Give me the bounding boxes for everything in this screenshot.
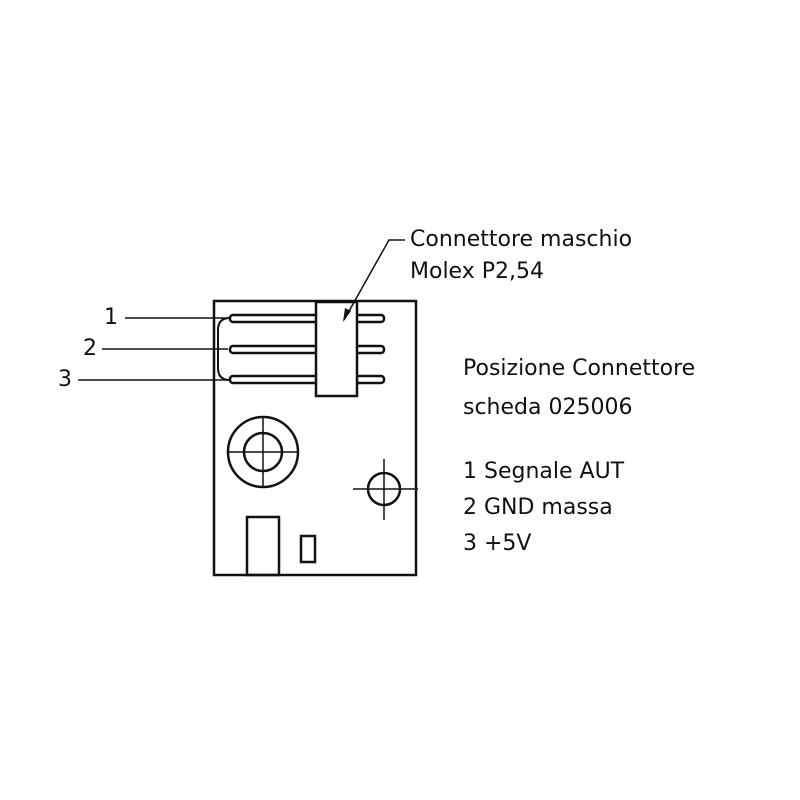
- mounting-hole-large: [226, 415, 300, 489]
- pinout-2: 2 GND massa: [463, 495, 613, 520]
- connector-callout-line1: Connettore maschio: [410, 227, 633, 252]
- pinout-1: 1 Segnale AUT: [463, 459, 625, 484]
- connector-housing: [314, 300, 359, 398]
- position-title-line2: scheda 025006: [463, 395, 633, 420]
- connector-callout-line2: Molex P2,54: [410, 259, 544, 284]
- arrow-head-icon: [343, 308, 351, 322]
- component-small-rect: [299, 534, 317, 564]
- leader-lines: [78, 239, 405, 381]
- pin-label-3: 3: [58, 367, 72, 392]
- pinout-3: 3 +5V: [463, 531, 532, 556]
- pin-label-1: 1: [104, 305, 118, 330]
- mounting-hole-small: [353, 459, 418, 520]
- pin-label-2: 2: [83, 336, 97, 361]
- pins: [228, 313, 386, 385]
- pin-2: [228, 344, 386, 355]
- pin-3: [228, 374, 386, 385]
- component-rect: [245, 515, 281, 577]
- position-title-line1: Posizione Connettore: [463, 356, 696, 381]
- pin-1: [228, 313, 386, 324]
